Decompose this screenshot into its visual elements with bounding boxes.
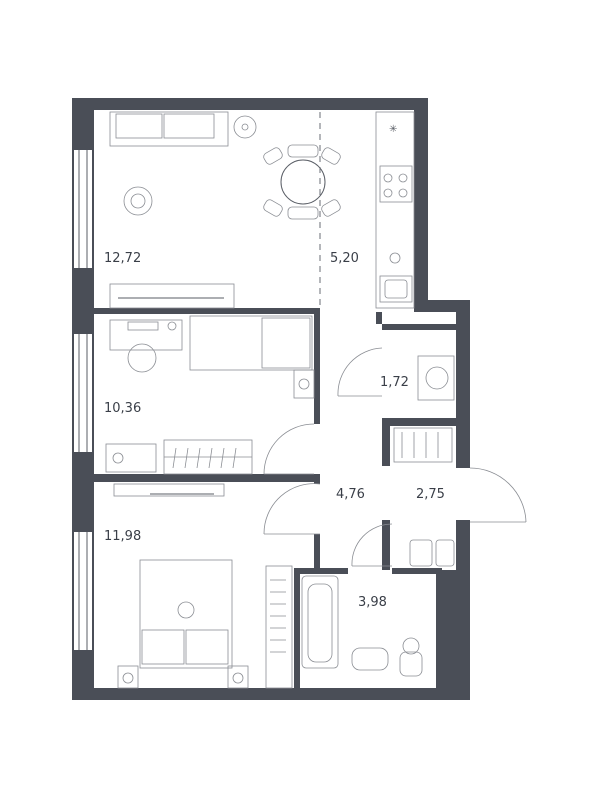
wet-zone-furniture <box>301 347 527 677</box>
bedroom-2-furniture <box>113 483 321 689</box>
area-corridor: 2,75 <box>416 487 445 502</box>
area-kitchen: 5,20 <box>330 251 359 266</box>
area-bedroom-2: 11,98 <box>104 529 141 544</box>
area-bathroom: 3,98 <box>358 595 387 610</box>
area-labels: 12,72 5,20 10,36 11,98 4,76 2,75 1,72 3,… <box>104 251 445 610</box>
area-hall: 4,76 <box>336 487 365 502</box>
windows <box>74 150 92 650</box>
area-laundry: 1,72 <box>380 375 409 390</box>
bedroom-1-furniture <box>105 315 315 475</box>
area-bedroom-1: 10,36 <box>104 401 141 416</box>
area-living: 12,72 <box>104 251 141 266</box>
svg-text:✳: ✳ <box>389 124 397 135</box>
living-room-furniture: ✳ <box>109 111 415 309</box>
